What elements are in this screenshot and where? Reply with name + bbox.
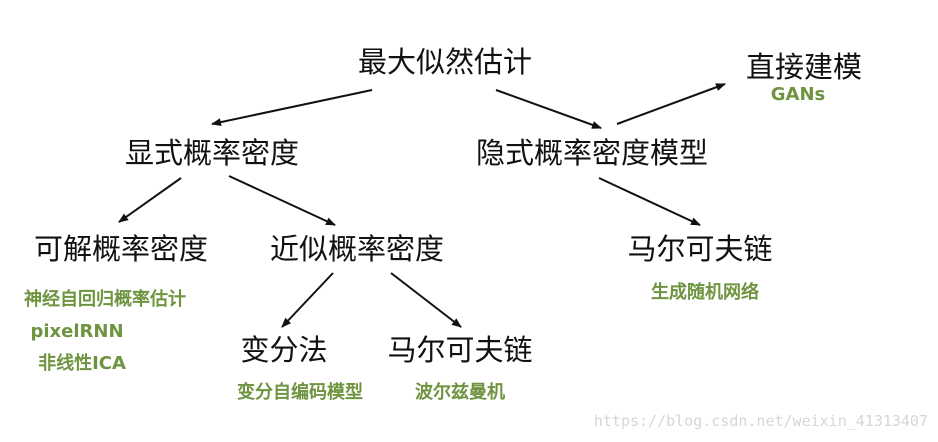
node-root: 最大似然估计 [357,45,533,79]
example-gsn: 生成随机网络 [651,282,759,303]
node-approx: 近似概率密度 [269,232,445,266]
example-ica: 非线性ICA [38,353,126,374]
example-pixelrnn: pixelRNN [30,321,124,342]
node-direct: 直接建模 [745,50,863,84]
edge-root-to-explicit [211,89,373,127]
watermark-text: https://blog.csdn.net/weixin_41313407 [593,412,928,430]
edge-explicit-to-approx [228,175,336,226]
edge-approx-to-variational [281,272,334,328]
example-vae: 变分自编码模型 [237,382,363,403]
edge-implicit-to-markov-implicit [598,177,701,226]
edge-approx-to-markov-explicit [390,272,462,328]
edge-root-to-implicit [495,89,602,129]
node-tractable: 可解概率密度 [33,232,209,266]
node-markov-explicit: 马尔可夫链 [387,333,533,367]
example-boltzmann: 波尔兹曼机 [415,382,505,403]
node-variational: 变分法 [240,333,328,367]
node-implicit: 隐式概率密度模型 [475,136,709,170]
example-nade: 神经自回归概率估计 [24,289,186,310]
example-gans: GANs [770,84,826,105]
node-explicit: 显式概率密度 [124,136,300,170]
edge-explicit-to-tractable [118,177,182,223]
edges-group [118,83,726,328]
node-markov-implicit: 马尔可夫链 [627,232,773,266]
edge-implicit-to-direct [616,83,726,125]
